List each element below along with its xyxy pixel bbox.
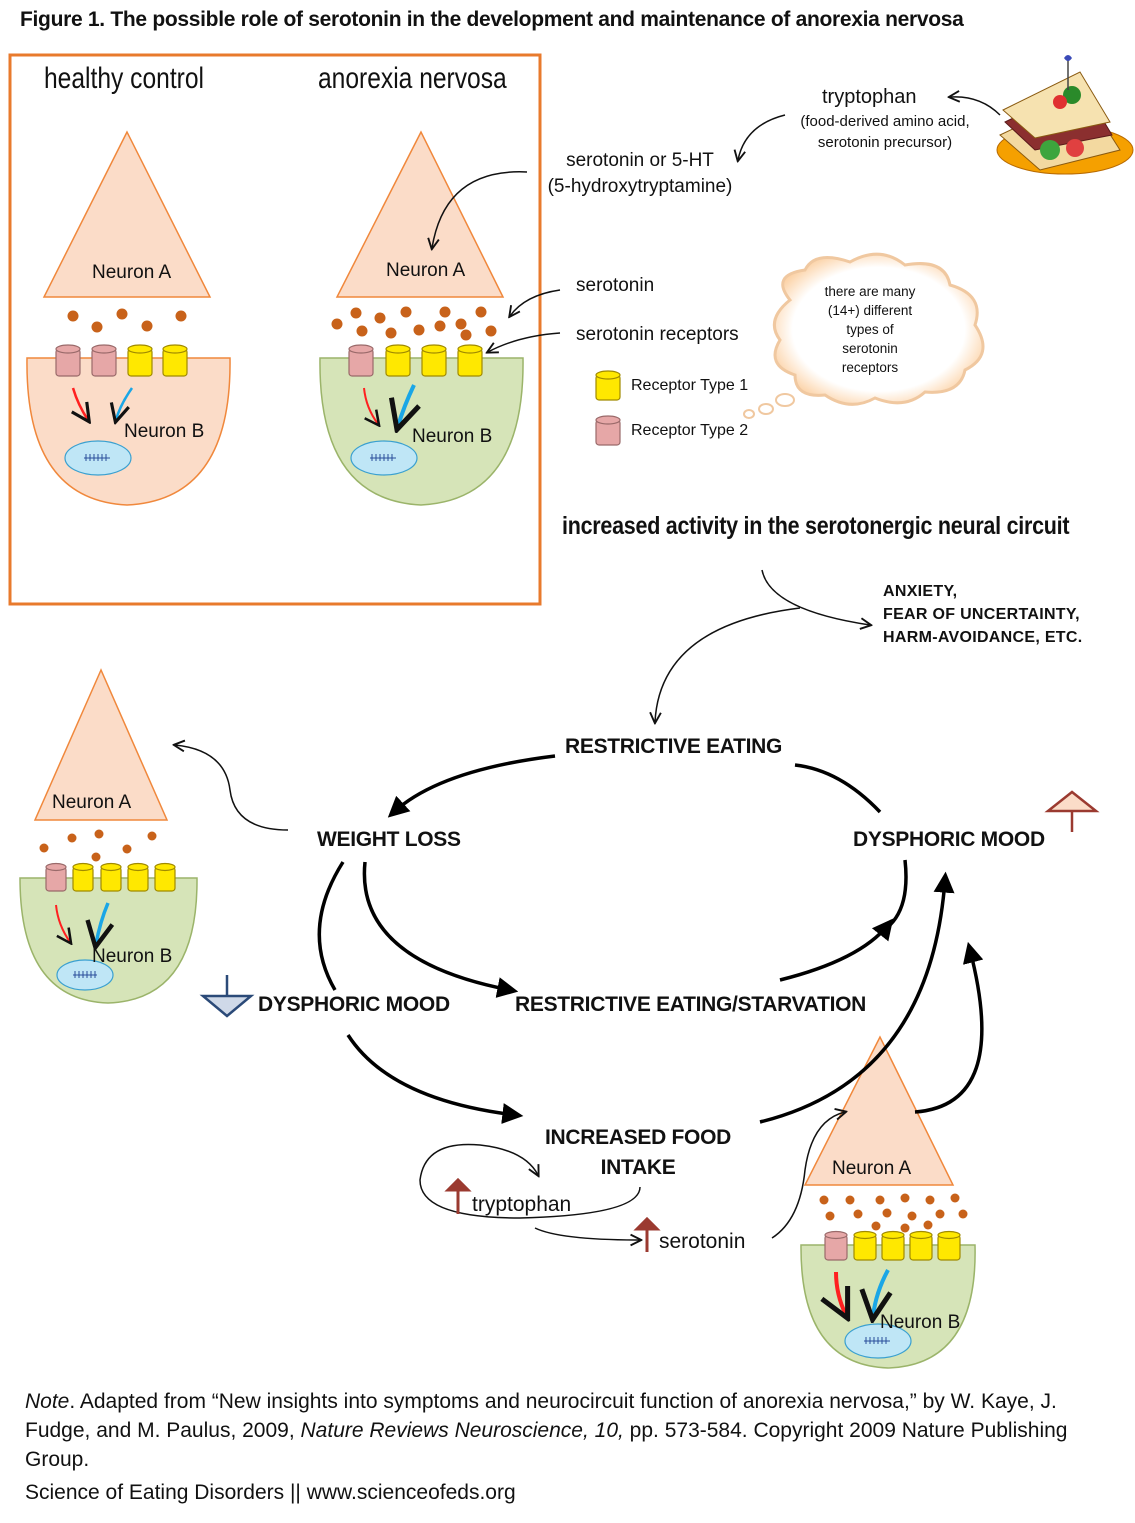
thought-cloud bbox=[743, 252, 985, 419]
starvation-to-dysphoric-arrow bbox=[779, 918, 894, 982]
up-arrow-icon-dysphoric bbox=[1044, 790, 1100, 832]
fear-line: FEAR OF UNCERTAINTY, bbox=[883, 606, 1080, 623]
anorexia-receptors bbox=[348, 344, 483, 377]
serotonin-receptors-label: serotonin receptors bbox=[576, 324, 739, 345]
tryptophan-cycle-label: tryptophan bbox=[472, 1193, 572, 1216]
dysphoric-to-restrictive-arc bbox=[794, 763, 882, 814]
cloud-line: (14+) different bbox=[827, 303, 913, 318]
cloud-text: there are many (14+) different types of … bbox=[795, 282, 945, 377]
weight-loss-label: WEIGHT LOSS bbox=[317, 828, 461, 851]
legend-type1: Receptor Type 1 bbox=[631, 377, 748, 395]
serotonin-5ht-label: serotonin or 5-HT bbox=[566, 150, 714, 171]
tryptophan-loop-arrow bbox=[419, 1143, 641, 1219]
anorexia-blue-arrow bbox=[398, 384, 414, 426]
healthy-neuron-group bbox=[26, 130, 231, 506]
circuit-headline: increased activity in the serotonergic n… bbox=[562, 512, 1070, 540]
restrictive-eating-label: RESTRICTIVE EATING bbox=[565, 735, 783, 758]
note-text-1: . Adapted from “New insights into sympto… bbox=[25, 1390, 1057, 1442]
bottom-neuron-a-label: Neuron A bbox=[832, 1158, 912, 1179]
anorexia-neuron-a-label: Neuron A bbox=[386, 260, 466, 281]
tryptophan-desc-1: (food-derived amino acid, bbox=[800, 113, 970, 130]
dysphoric-mood-down-label: DYSPHORIC MOOD bbox=[258, 993, 450, 1016]
comparison-frame bbox=[8, 53, 542, 606]
legend-type2-label: Receptor Type 2 bbox=[631, 422, 749, 439]
anorexia-serotonin-dots bbox=[331, 306, 497, 341]
serotonin-label: serotonin bbox=[576, 275, 655, 296]
bottom-neuron-b-label: Neuron B bbox=[880, 1312, 961, 1333]
legend-receptor-type1-icon bbox=[595, 370, 621, 401]
weightloss-to-starvation-arrow bbox=[362, 861, 519, 998]
note-journal: Nature Reviews Neuroscience, 10, bbox=[300, 1419, 624, 1442]
cycle-arrows bbox=[317, 754, 984, 1124]
to-serotonin-arrow bbox=[738, 114, 786, 160]
left-neuron-b bbox=[19, 877, 198, 1004]
weightloss-left-arc bbox=[317, 861, 345, 991]
anxiety-line: ANXIETY, bbox=[883, 583, 958, 600]
restrictive-to-weightloss-arrow bbox=[387, 754, 556, 818]
receptor-label-arrow bbox=[488, 332, 561, 352]
left-neuron-a-label: Neuron A bbox=[52, 792, 132, 813]
tryptophan-arrow bbox=[950, 97, 1001, 116]
down-arrow-icon-dysphoric bbox=[199, 975, 255, 1018]
hydroxytryptamine-label: (5-hydroxytryptamine) bbox=[547, 176, 733, 197]
cloud-line: there are many bbox=[824, 284, 916, 299]
dysphoric-top-curve bbox=[888, 859, 908, 927]
food-line-2: INTAKE bbox=[600, 1156, 676, 1179]
anorexia-red-arrow bbox=[363, 387, 378, 424]
tryptophan-label: tryptophan bbox=[822, 86, 917, 108]
bottom-neuron-group bbox=[800, 1035, 976, 1369]
cloud-line: types of bbox=[846, 322, 894, 337]
healthy-red-arrow bbox=[73, 387, 88, 420]
anorexia-neuron-a bbox=[335, 130, 505, 298]
heading-anorexia-nervosa: anorexia nervosa bbox=[318, 62, 507, 95]
note-text-2: pp. 573-584. Copyright 2009 Nature Publi… bbox=[25, 1419, 1068, 1471]
left-neuron-b-label: Neuron B bbox=[92, 946, 173, 967]
cloud-line: serotonin bbox=[842, 341, 898, 356]
footer-source: Science of Eating Disorders || www.scien… bbox=[25, 1481, 516, 1504]
increased-food-intake-label: INCREASED FOOD INTAKE bbox=[528, 1123, 748, 1183]
figure-title: Figure 1. The possible role of serotonin… bbox=[20, 8, 964, 31]
serotonin-cycle-label: serotonin bbox=[659, 1230, 746, 1253]
bottom-neuron-to-dysphoric-arrow bbox=[914, 941, 984, 1114]
dysphoric-down-to-food-arrow bbox=[346, 1034, 524, 1124]
heading-healthy-control: healthy control bbox=[44, 62, 205, 95]
citation-note: Note. Adapted from “New insights into sy… bbox=[25, 1387, 1115, 1474]
healthy-serotonin-dots bbox=[67, 308, 187, 333]
healthy-neuron-b-label: Neuron B bbox=[124, 421, 205, 442]
legend-type2: Receptor Type 2 bbox=[631, 422, 748, 440]
up-arrow-icon-tryptophan bbox=[444, 1177, 472, 1214]
restrictive-starvation-label: RESTRICTIVE EATING/STARVATION bbox=[515, 993, 867, 1016]
note-lead: Note bbox=[25, 1390, 70, 1413]
serotonin-to-neuron-arrow bbox=[432, 171, 528, 248]
tryptophan-desc-2: serotonin precursor) bbox=[817, 134, 953, 151]
anxiety-to-restrictive-arrow bbox=[655, 607, 801, 722]
healthy-blue-arrow bbox=[116, 387, 134, 420]
harm-avoidance-line: HARM-AVOIDANCE, ETC. bbox=[883, 629, 1083, 646]
healthy-neuron-a bbox=[42, 130, 212, 298]
headline-to-anxiety-arrow bbox=[761, 569, 870, 625]
up-arrow-icon-serotonin bbox=[633, 1216, 661, 1252]
healthy-neuron-a-label: Neuron A bbox=[92, 262, 172, 283]
legend-receptor-type2-icon bbox=[595, 415, 621, 446]
cloud-line: receptors bbox=[841, 360, 899, 375]
serotonin-label-arrow bbox=[510, 289, 561, 316]
anxiety-block: ANXIETY, FEAR OF UNCERTAINTY, HARM-AVOID… bbox=[883, 580, 1082, 649]
serotonin-to-bottom-neuron-arrow bbox=[771, 1112, 845, 1239]
tryptophan-to-serotonin-arrow bbox=[534, 1227, 640, 1240]
dysphoric-mood-up-label: DYSPHORIC MOOD bbox=[853, 828, 1045, 851]
healthy-receptors bbox=[55, 344, 188, 377]
left-neuron-group bbox=[19, 668, 198, 1004]
weight-loss-to-neuron-arrow bbox=[175, 745, 289, 831]
anorexia-neuron-group bbox=[319, 130, 524, 506]
sandwich-illustration bbox=[996, 55, 1134, 175]
legend-type1-label: Receptor Type 1 bbox=[631, 377, 749, 394]
left-neuron-a bbox=[33, 668, 169, 821]
anorexia-neuron-b-label: Neuron B bbox=[412, 426, 493, 447]
food-to-dysphoric-arrow bbox=[759, 871, 955, 1124]
food-line-1: INCREASED FOOD bbox=[545, 1126, 731, 1149]
